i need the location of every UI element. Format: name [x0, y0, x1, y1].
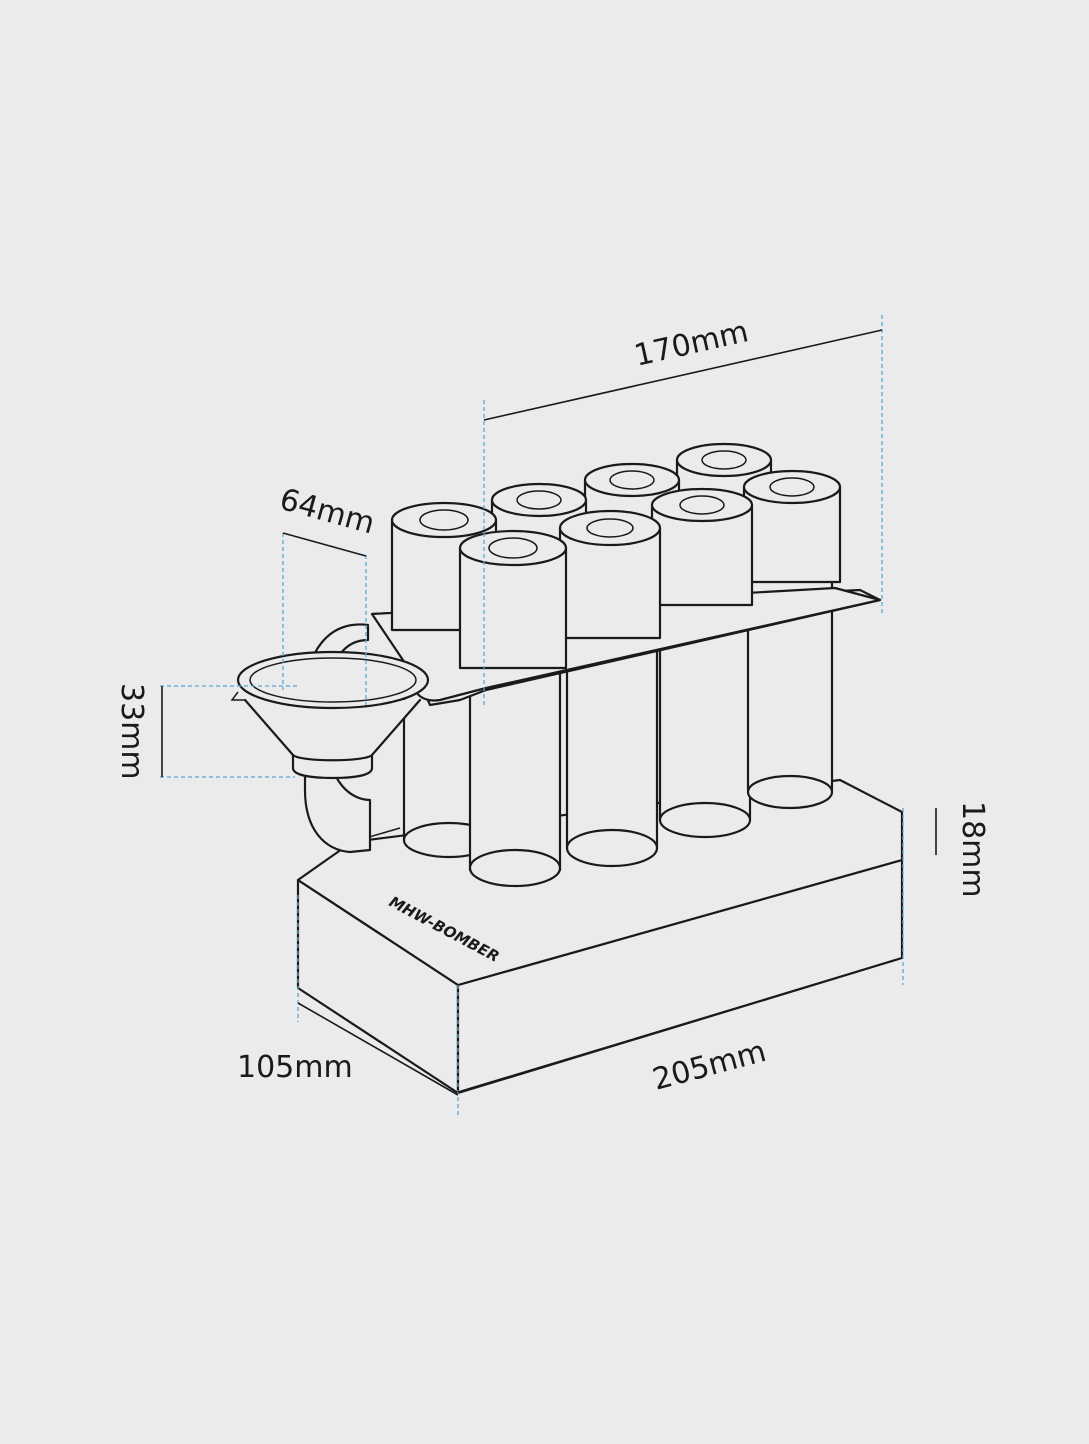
dim-label-205: 205mm	[649, 1034, 770, 1098]
jar-cap	[558, 509, 662, 640]
dim-label-33: 33mm	[114, 683, 149, 780]
dim-label-64: 64mm	[276, 482, 378, 542]
guide-lines	[160, 315, 904, 1117]
jar-cap	[742, 469, 842, 584]
dim-label-18: 18mm	[955, 801, 990, 898]
dim-label-170: 170mm	[631, 314, 752, 374]
dim-label-105: 105mm	[237, 1050, 353, 1085]
jar-cap	[458, 529, 568, 670]
dimension-lines	[161, 329, 937, 1096]
funnel	[230, 650, 430, 780]
jar-cap	[650, 487, 754, 607]
jar-caps	[390, 442, 842, 670]
